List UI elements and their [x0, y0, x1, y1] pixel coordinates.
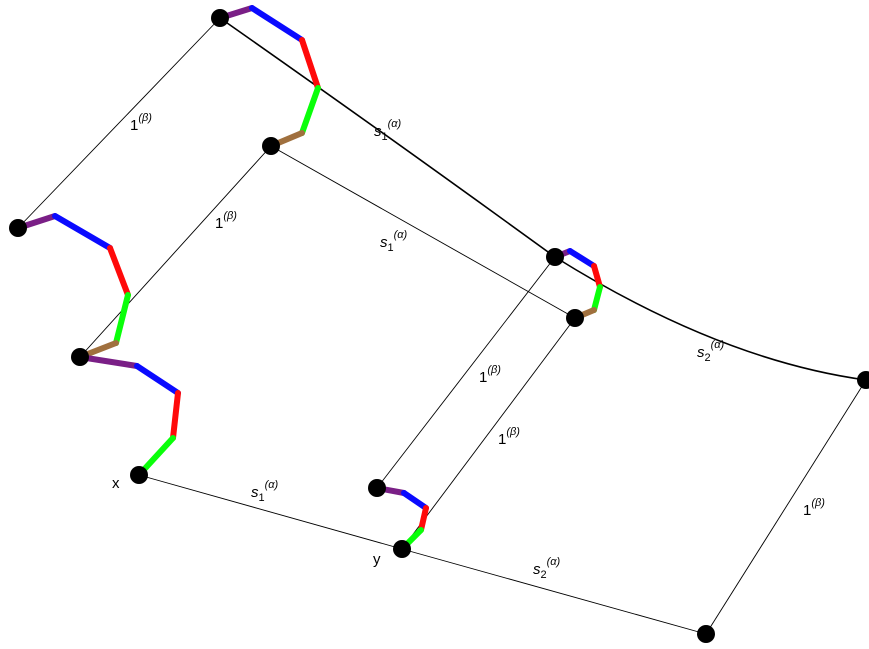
path-left-segment-green	[113, 292, 131, 346]
path-mid-segment-red	[591, 263, 603, 290]
edge-right-1beta	[705, 379, 867, 635]
point-label-x: x	[112, 475, 120, 492]
node-bottom-right	[697, 625, 715, 643]
path-top-segment-blue	[249, 5, 305, 43]
node-y	[393, 540, 411, 558]
node-top	[211, 9, 229, 27]
edge-left-lower-1beta	[79, 145, 272, 358]
path-x-segment-red	[170, 390, 181, 441]
edge-left-upper-1beta	[17, 17, 221, 229]
path-top-segment-red	[299, 37, 321, 91]
edge-label-upper-mid: s1(α)	[380, 229, 408, 254]
nodes	[9, 9, 869, 643]
edge-label-bottom-left: s1(α)	[251, 479, 279, 504]
node-left-upper	[9, 219, 27, 237]
path-y-segment-red	[418, 505, 429, 533]
path-y-segment-blue	[401, 490, 429, 511]
edge-label-right-curve: s2(α)	[697, 339, 725, 364]
node-mid-right	[566, 309, 584, 327]
node-mid-lower-left	[368, 479, 386, 497]
path-mid-segment-green	[591, 284, 603, 313]
edge-bottom-right-s2alpha	[401, 548, 707, 635]
node-mid-upper	[546, 248, 564, 266]
edge-mid-lower-1beta	[401, 317, 576, 550]
edge-label-bottom-right: s2(α)	[533, 556, 561, 581]
path-x-segment-purple	[77, 354, 140, 369]
point-label-y: y	[373, 551, 381, 568]
node-x	[130, 466, 148, 484]
edge-top-curve-s1-s2-alpha	[219, 17, 867, 381]
edge-label-left-upper: 1(β)	[130, 112, 152, 134]
edge-label-left-lower: 1(β)	[215, 210, 237, 232]
path-x	[77, 354, 181, 478]
edge-upper-mid-s1alpha	[270, 145, 576, 319]
connecting-edges	[17, 17, 867, 635]
node-upper-mid	[262, 137, 280, 155]
edge-label-right: 1(β)	[803, 497, 825, 519]
path-x-segment-blue	[134, 363, 181, 396]
edge-mid-upper-1beta	[376, 256, 556, 489]
edge-bottom-left-s1alpha	[138, 474, 403, 550]
path-left	[15, 213, 131, 360]
path-top-segment-green	[299, 85, 321, 136]
path-left-segment-blue	[52, 213, 113, 251]
edge-label-mid-lower: 1(β)	[498, 426, 520, 448]
node-left-lower	[71, 348, 89, 366]
path-mid-segment-blue	[567, 248, 597, 269]
node-right	[857, 371, 869, 389]
path-y	[374, 485, 429, 552]
edge-label-top-curve: s1(α)	[374, 118, 402, 143]
colored-paths	[15, 5, 603, 552]
edge-label-mid-upper: 1(β)	[479, 364, 501, 386]
path-left-segment-red	[107, 245, 131, 298]
